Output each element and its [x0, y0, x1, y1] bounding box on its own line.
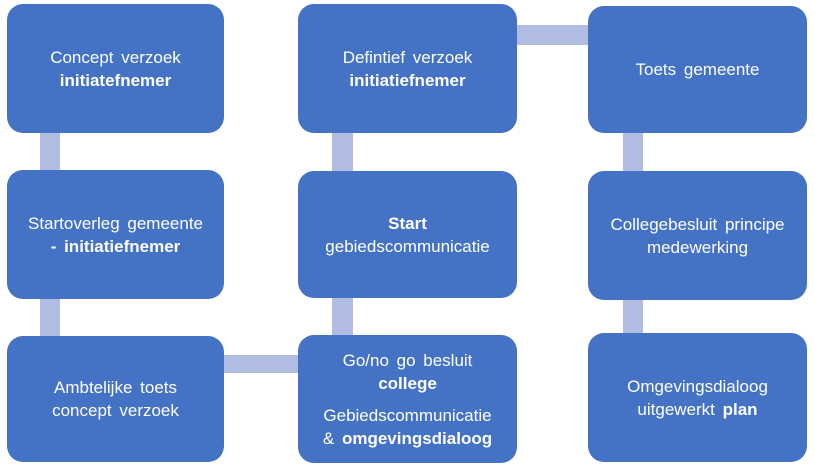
- step-text-line: Ambtelijke toets: [54, 376, 177, 399]
- step-text-segment: Startoverleg gemeente: [28, 213, 203, 233]
- step-text-line: Omgevingsdialoog: [627, 375, 768, 398]
- step-text-segment: initiatiefnemer: [349, 70, 466, 90]
- step-text-segment: Defintief verzoek: [342, 47, 473, 67]
- step-text-segment: Start: [388, 213, 427, 233]
- step-text-line: - initiatiefnemer: [51, 235, 181, 258]
- flow-step-definitief-verzoek: Defintief verzoek initiatiefnemer: [298, 4, 517, 133]
- step-text-line: uitgewerkt plan: [637, 398, 757, 421]
- step-text-line: Gebiedscommunicatie: [323, 404, 491, 427]
- flow-step-go-no-go-besluit: Go/no go besluit college Gebiedscommunic…: [298, 335, 517, 463]
- step-text-segment: Concept verzoek: [50, 47, 181, 67]
- flow-step-omgevingsdialoog: Omgevingsdialoog uitgewerkt plan: [588, 333, 807, 462]
- step-text-segment: Toets gemeente: [635, 60, 760, 79]
- connector-concept-to-startoverleg: [40, 130, 60, 174]
- step-text-segment: plan: [722, 399, 758, 419]
- step-text-segment: Omgevingsdialoog: [627, 376, 768, 396]
- step-text-segment: &: [322, 428, 342, 448]
- step-text-line: gebiedscommunicatie: [325, 235, 489, 258]
- flow-step-startoverleg: Startoverleg gemeente - initiatiefnemer: [7, 170, 224, 299]
- step-text-line: medewerking: [647, 236, 748, 259]
- connector-ambtelijke-toets-to-go-no-go: [221, 355, 301, 373]
- step-text-segment: Ambtelijke toets: [54, 378, 177, 397]
- step-text-line: initiatefnemer: [60, 69, 171, 92]
- connector-start-gebiedscommunicatie-to-go-no-go: [332, 296, 353, 338]
- step-text-segment: Go/no go besluit: [342, 350, 473, 370]
- step-text-line: Start: [388, 212, 427, 235]
- step-text-segment: college: [378, 373, 437, 393]
- step-text-line: concept verzoek: [52, 399, 179, 422]
- step-text-segment: medewerking: [646, 237, 749, 257]
- step-text-segment: omgevingsdialoog: [341, 428, 493, 448]
- step-text-segment: Gebiedscommunicatie: [323, 405, 492, 425]
- step-text-segment: uitgewerkt: [637, 399, 723, 419]
- step-text-line: college: [378, 372, 437, 395]
- step-text-line: & omgevingsdialoog: [323, 427, 492, 450]
- flow-step-start-gebiedscommunicatie: Start gebiedscommunicatie: [298, 171, 517, 298]
- step-text-line: Startoverleg gemeente: [28, 212, 203, 235]
- connector-definitief-to-toets-gemeente: [514, 25, 591, 45]
- step-text-segment: concept verzoek: [52, 401, 179, 420]
- step-text-line: Toets gemeente: [636, 58, 760, 81]
- step-text-line: Concept verzoek: [50, 46, 181, 69]
- step-text-segment: initiatefnemer: [59, 70, 172, 90]
- step-text-line: Collegebesluit principe: [610, 213, 784, 236]
- connector-startoverleg-to-ambtelijke-toets: [40, 296, 60, 339]
- step-text-line: initiatiefnemer: [349, 69, 465, 92]
- connector-definitief-to-start-gebiedscommunicatie: [332, 130, 353, 174]
- connector-collegebesluit-to-omgevingsdialoog: [623, 297, 643, 336]
- step-text-segment: gebiedscommunicatie: [325, 236, 490, 256]
- connector-toets-gemeente-to-collegebesluit: [623, 130, 643, 175]
- flow-step-toets-gemeente: Toets gemeente: [588, 6, 807, 133]
- step-text-line: Go/no go besluit: [343, 349, 473, 372]
- step-text-segment: Collegebesluit principe: [610, 214, 785, 234]
- flow-step-concept-verzoek: Concept verzoek initiatefnemer: [7, 4, 224, 133]
- flow-step-collegebesluit: Collegebesluit principe medewerking: [588, 171, 807, 300]
- flow-step-ambtelijke-toets: Ambtelijke toets concept verzoek: [7, 336, 224, 462]
- step-text-line: Defintief verzoek: [343, 46, 473, 69]
- step-text-segment: - initiatiefnemer: [50, 236, 181, 256]
